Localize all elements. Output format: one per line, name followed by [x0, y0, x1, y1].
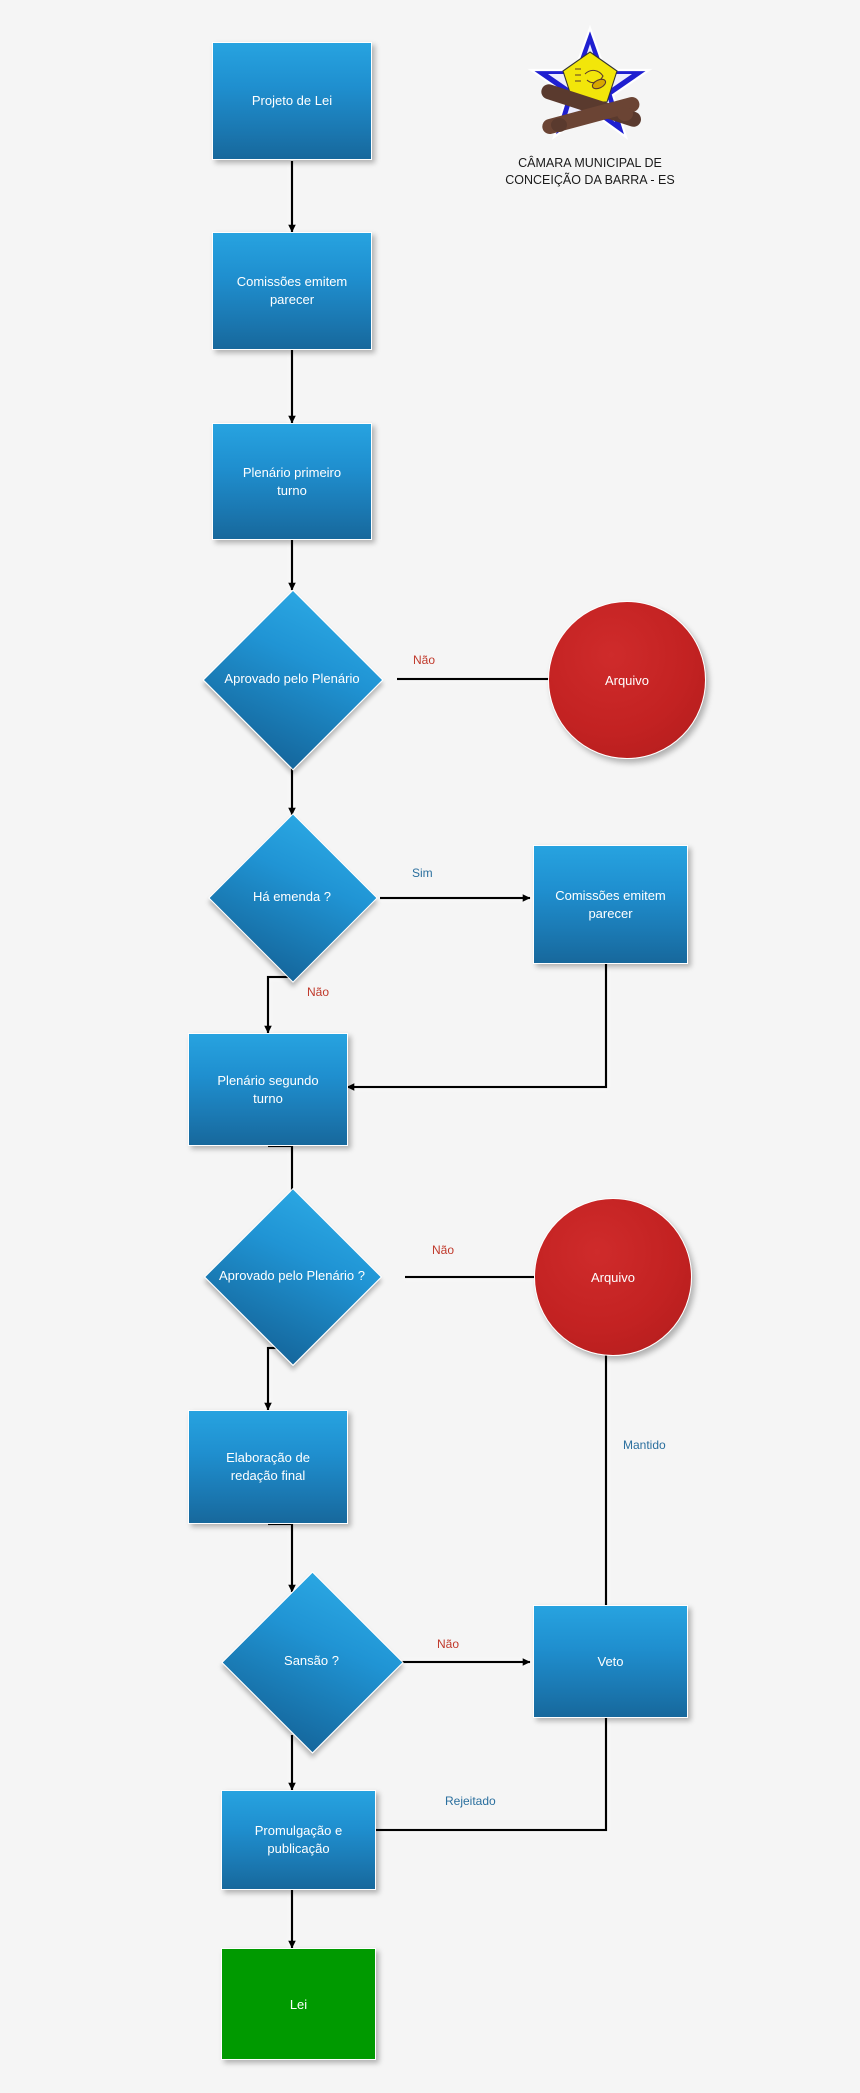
node-comissoes-emitem-parecer-2[interactable]: Comissões emitem parecer [533, 845, 688, 964]
node-promulgacao-publicacao[interactable]: Promulgação e publicação [221, 1790, 376, 1890]
edge-label-veto-mantido: Mantido [623, 1438, 666, 1452]
camara-municipal-logo [525, 22, 655, 142]
node-aprovado-pelo-plenario-1[interactable]: Aprovado pelo Plenário [202, 589, 384, 771]
node-comissoes-emitem-parecer-1[interactable]: Comissões emitem parecer [212, 232, 372, 350]
edge-label-veto-rejeitado: Rejeitado [445, 1794, 496, 1808]
node-label: Plenário segundo turno [217, 1072, 319, 1106]
edge-label-aprovado2-nao: Não [432, 1243, 455, 1257]
edge-label-aprovado1-nao: Não [413, 653, 436, 667]
diamond-shape [203, 1187, 383, 1367]
edge-label-emenda-nao: Não [307, 985, 330, 999]
node-arquivo-1[interactable]: Arquivo [548, 601, 706, 759]
logo-caption: CÂMARA MUNICIPAL DE CONCEIÇÃO DA BARRA -… [440, 155, 740, 189]
node-lei[interactable]: Lei [221, 1948, 376, 2060]
node-label: Lei [289, 1996, 308, 2012]
node-elaboracao-redacao-final[interactable]: Elaboração de redação final [188, 1410, 348, 1524]
node-label: Arquivo [604, 672, 650, 688]
logs-shape [541, 84, 641, 135]
node-label: Comissões emitem parecer [555, 887, 666, 921]
node-label: Elaboração de redação final [226, 1450, 310, 1483]
diamond-shape [221, 1571, 404, 1754]
node-plenario-segundo-turno[interactable]: Plenário segundo turno [188, 1033, 348, 1146]
node-label: Arquivo [590, 1269, 636, 1285]
node-sansao[interactable]: Sansão ? [221, 1571, 404, 1754]
diamond-shape [208, 813, 378, 983]
logo-caption-line1: CÂMARA MUNICIPAL DE [518, 156, 662, 170]
diamond-shape [202, 589, 384, 771]
edge-label-emenda-sim: Sim [412, 866, 433, 880]
node-ha-emenda[interactable]: Há emenda ? [208, 813, 378, 983]
node-label: Comissões emitem parecer [236, 274, 348, 307]
node-projeto-de-lei[interactable]: Projeto de Lei [212, 42, 372, 160]
node-plenario-primeiro-turno[interactable]: Plenário primeiro turno [212, 423, 372, 540]
node-veto[interactable]: Veto [533, 1605, 688, 1718]
edge-label-sansao-nao: Não [437, 1637, 460, 1651]
logo-caption-line2: CONCEIÇÃO DA BARRA - ES [505, 172, 675, 187]
node-label: Projeto de Lei [251, 93, 333, 109]
node-label: Plenário primeiro turno [242, 464, 342, 498]
node-arquivo-2[interactable]: Arquivo [534, 1198, 692, 1356]
node-label: Veto [597, 1653, 624, 1669]
node-aprovado-pelo-plenario-2[interactable]: Aprovado pelo Plenário ? [203, 1187, 383, 1367]
node-label: Promulgação e publicação [254, 1823, 343, 1856]
